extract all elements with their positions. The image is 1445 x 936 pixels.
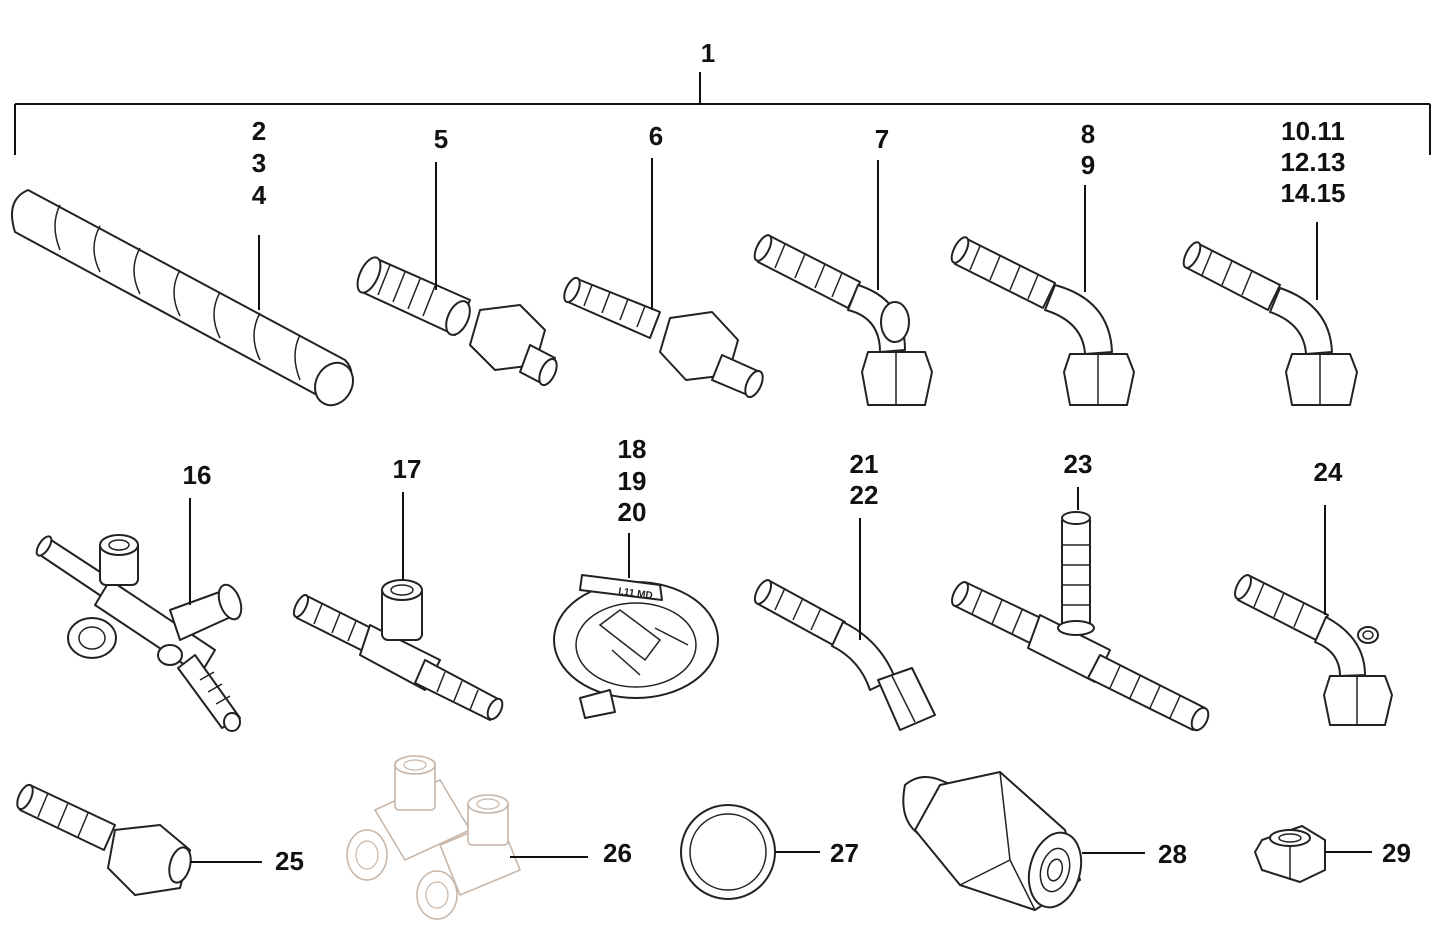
svg-text:2: 2 [252,116,266,146]
callout-25: 25 [190,846,304,876]
svg-text:4: 4 [252,180,267,210]
svg-text:7: 7 [875,124,889,154]
svg-text:10.11: 10.11 [1281,116,1345,146]
callout-6: 6 [649,121,663,310]
callout-5: 5 [434,124,448,290]
callout-26: 26 [510,838,632,868]
double-elbow-26 [346,755,522,920]
callout-1: 1 [701,38,715,68]
svg-text:3: 3 [252,148,266,178]
svg-text:18: 18 [618,434,647,464]
clip-marking: I.11 MD [618,586,654,602]
svg-text:5: 5 [434,124,448,154]
svg-text:24: 24 [1314,457,1343,487]
fitting-25 [16,783,192,896]
hose-part [11,189,354,407]
fitting-5 [356,256,558,387]
svg-text:23: 23 [1064,449,1093,479]
svg-text:19: 19 [618,466,647,496]
callout-16: 16 [183,460,212,605]
hose-clamp-18-20: I.11 MD [553,574,719,719]
svg-text:20: 20 [618,497,647,527]
svg-text:17: 17 [393,454,422,484]
callout-17: 17 [393,454,422,580]
svg-text:16: 16 [183,460,212,490]
svg-text:8: 8 [1081,119,1095,149]
callout-29: 29 [1325,838,1411,868]
svg-text:6: 6 [649,121,663,151]
svg-text:25: 25 [275,846,304,876]
callout-21-22: 21 22 [850,449,879,640]
callout-7: 7 [875,124,889,290]
svg-text:29: 29 [1382,838,1411,868]
callout-18-20: 18 19 20 [618,434,647,578]
svg-text:14.15: 14.15 [1280,178,1345,208]
svg-text:27: 27 [830,838,859,868]
elbow-8-9 [950,236,1135,406]
callout-27: 27 [775,838,859,868]
fitting-21-22 [753,579,936,731]
svg-text:21: 21 [850,449,879,479]
svg-text:9: 9 [1081,150,1095,180]
svg-text:12.13: 12.13 [1280,147,1345,177]
assembly-bracket [14,72,1431,155]
elbow-24 [1234,574,1393,726]
adapter-28 [902,771,1083,911]
callout-24: 24 [1314,457,1343,615]
elbow-10-15 [1182,241,1358,406]
svg-text:26: 26 [603,838,632,868]
callout-2-4: 2 3 4 [252,116,267,310]
cross-fitting-16 [35,534,243,732]
svg-text:22: 22 [850,480,879,510]
callout-23: 23 [1064,449,1093,510]
callout-10-15: 10.11 12.13 14.15 [1280,116,1346,300]
tee-fitting-17 [292,579,504,721]
svg-text:28: 28 [1158,839,1187,869]
elbow-7 [753,234,933,406]
o-ring-27 [680,804,776,900]
callout-8-9: 8 9 [1081,119,1095,292]
fitting-6 [563,276,764,399]
tee-fitting-23 [951,511,1210,732]
callout-28: 28 [1082,839,1187,869]
nut-29 [1254,825,1326,883]
